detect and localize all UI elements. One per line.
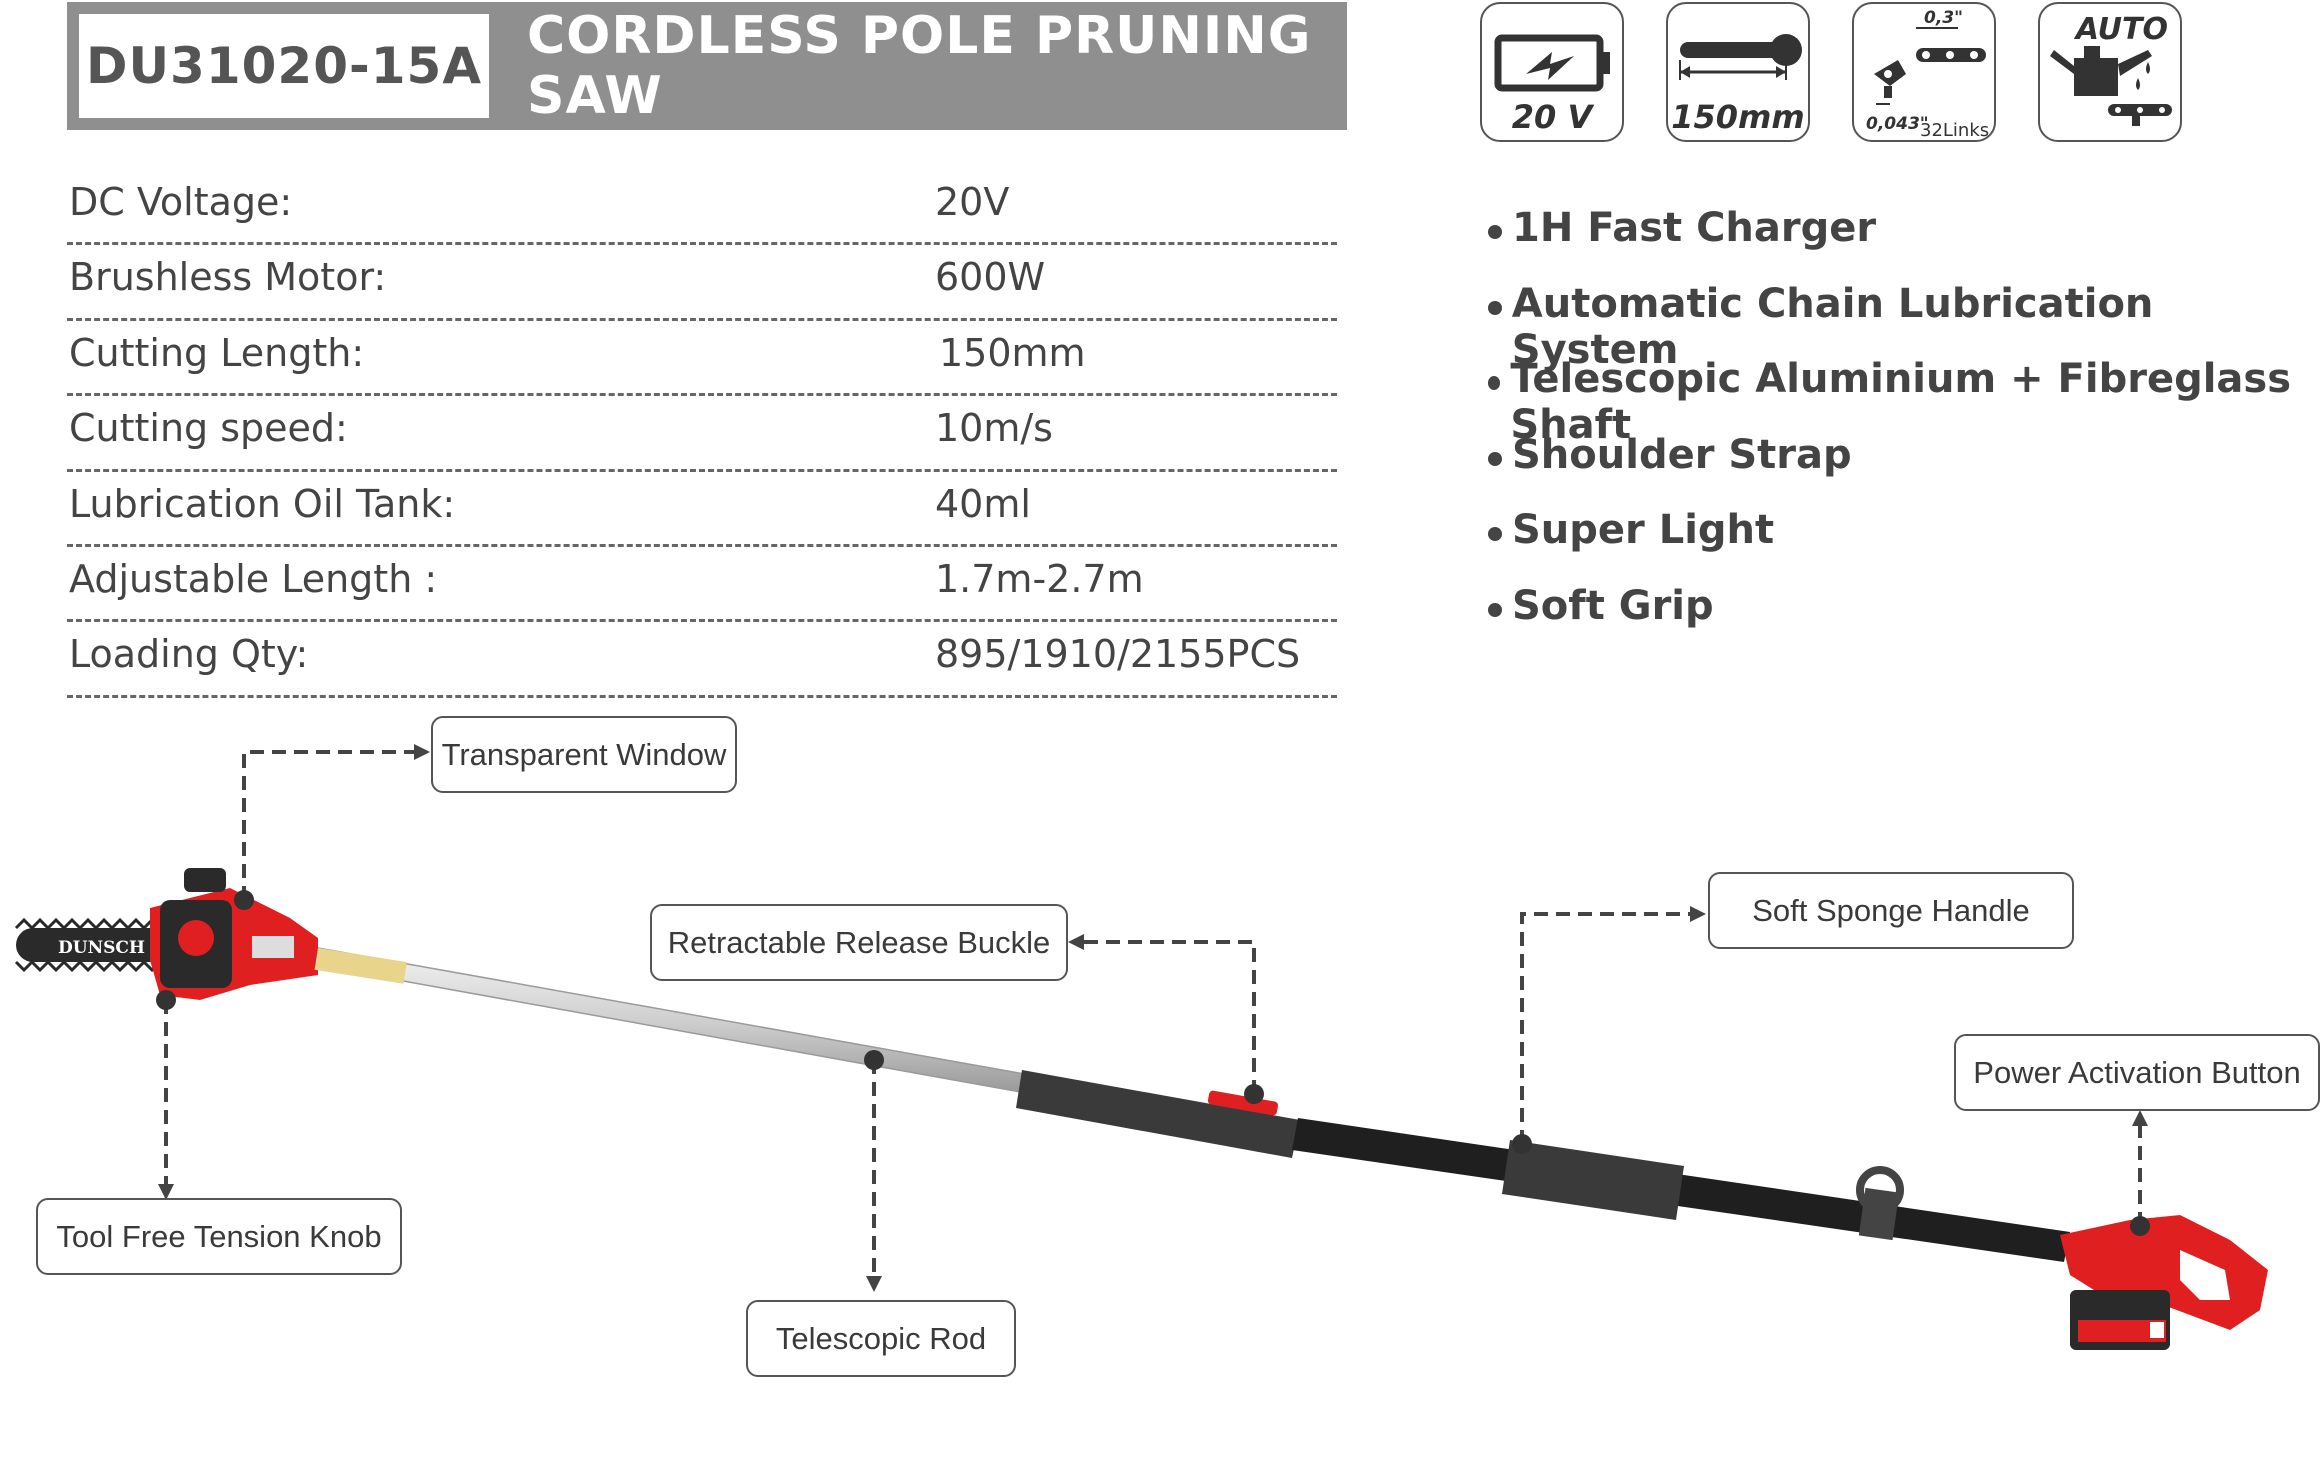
- header-banner: DU31020-15A CORDLESS POLE PRUNING SAW: [67, 2, 1347, 130]
- spec-value: 10m/s: [935, 406, 1053, 451]
- feature-text: Automatic Chain Lubrication System: [1511, 280, 2154, 373]
- spec-label: Cutting speed:: [69, 406, 348, 451]
- spec-row: DC Voltage: 20V: [67, 170, 1337, 246]
- callout-soft-sponge-handle: Soft Sponge Handle: [1708, 872, 2074, 949]
- saw-head: DUNSCH: [14, 868, 407, 1000]
- brand-logo: DUNSCH: [58, 938, 145, 958]
- feature-item: Automatic Chain Lubrication System: [1488, 281, 2320, 373]
- spec-table: DC Voltage: 20V Brushless Motor: 600W Cu…: [67, 170, 1337, 698]
- feature-text: Telescopic Aluminium + Fibreglass Shaft: [1510, 356, 2292, 448]
- callout-power-activation-button: Power Activation Button: [1954, 1034, 2320, 1111]
- feature-text: 1H Fast Charger: [1512, 205, 1877, 251]
- fibreglass-shaft: [1292, 1118, 2070, 1262]
- feature-text: Shoulder Strap: [1512, 431, 1852, 478]
- chain-links-label: 32Links: [1920, 120, 1990, 141]
- spec-row: Adjustable Length : 1.7m-2.7m: [67, 547, 1337, 623]
- feature-list: 1H Fast Charger Automatic Chain Lubricat…: [1488, 205, 2320, 658]
- chain-pitch-label: 0,3": [1924, 8, 1963, 28]
- spec-value: 150mm: [939, 330, 1086, 375]
- spec-value: 895/1910/2155PCS: [935, 632, 1301, 677]
- bar-length-caption: 150mm: [1671, 98, 1805, 136]
- bullet-icon: [1488, 376, 1501, 390]
- callout-telescopic-rod: Telescopic Rod: [746, 1300, 1016, 1377]
- chain-bar-icon: 150mm: [1666, 2, 1810, 142]
- spec-label: DC Voltage:: [69, 180, 293, 224]
- lock-collar: [1016, 1070, 1300, 1158]
- spec-row: Cutting speed: 10m/s: [67, 396, 1337, 472]
- feature-item: Soft Grip: [1488, 583, 2320, 659]
- chain-gauge-label: 0,043": [1866, 114, 1929, 134]
- product-title: CORDLESS POLE PRUNING SAW: [527, 6, 1312, 126]
- chain-pitch-icon: 0,3" 0,043" 32Links: [1852, 2, 1996, 142]
- auto-oiler-icon: AUTO: [2038, 2, 2182, 142]
- sponge-handle: [1502, 1140, 1684, 1220]
- callout-tool-free-tension-knob: Tool Free Tension Knob: [36, 1198, 402, 1275]
- battery-caption: 20 V: [1511, 98, 1593, 136]
- feature-item: 1H Fast Charger: [1488, 205, 2320, 281]
- leader-dots: [156, 890, 2150, 1236]
- battery-icon: 20 V: [1480, 2, 1624, 142]
- spec-label: Cutting Length:: [69, 330, 365, 375]
- spec-row: Brushless Motor: 600W: [67, 245, 1337, 321]
- spec-label: Lubrication Oil Tank:: [69, 481, 456, 526]
- feature-item: Telescopic Aluminium + Fibreglass Shaft: [1488, 356, 2320, 448]
- bullet-icon: [1488, 300, 1502, 315]
- motor-housing: [2060, 1215, 2268, 1350]
- model-number: DU31020-15A: [85, 37, 483, 95]
- spec-label: Brushless Motor:: [69, 255, 387, 300]
- feature-text: Soft Grip: [1512, 582, 1714, 629]
- feature-text: Super Light: [1512, 507, 1775, 553]
- spec-label: Loading Qty:: [69, 632, 309, 677]
- model-box: DU31020-15A: [79, 14, 489, 118]
- spec-value: 1.7m-2.7m: [935, 556, 1144, 601]
- spec-row: Lubrication Oil Tank: 40ml: [67, 472, 1337, 547]
- spec-row: Loading Qty: 895/1910/2155PCS: [67, 622, 1337, 698]
- spec-value: 20V: [935, 180, 1010, 224]
- bullet-icon: [1488, 527, 1502, 541]
- spec-value: 40ml: [935, 481, 1031, 526]
- bullet-icon: [1488, 602, 1502, 617]
- bullet-icon: [1488, 451, 1502, 466]
- auto-label: AUTO: [2075, 12, 2168, 47]
- spec-value: 600W: [935, 255, 1046, 300]
- feature-item: Shoulder Strap: [1488, 432, 2320, 508]
- spec-label: Adjustable Length :: [69, 556, 438, 601]
- spec-row: Cutting Length: 150mm: [67, 321, 1337, 397]
- leader-arrowheads: [158, 744, 2148, 1292]
- feature-item: Super Light: [1488, 507, 2320, 583]
- bullet-icon: [1488, 225, 1502, 239]
- callout-retractable-release-buckle: Retractable Release Buckle: [650, 904, 1068, 981]
- callout-transparent-window: Transparent Window: [431, 716, 737, 793]
